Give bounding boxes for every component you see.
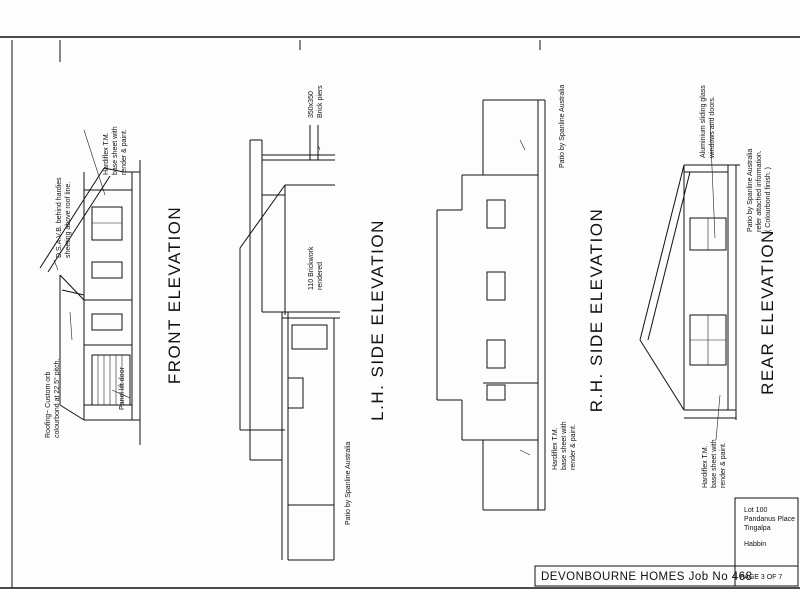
leader-lines: [111, 139, 721, 456]
note-rh-patio: Patio by Spanline Australia: [559, 85, 566, 168]
sheet-border: [0, 36, 800, 589]
front-elevation-title: FRONT ELEVATION: [165, 206, 184, 384]
note-panel-lift-door: Panel lift door: [119, 367, 126, 410]
note-roofing-line1: Roofing~ Custom orb: [45, 372, 52, 438]
note-hardiflex-line2: base sheet with: [112, 126, 119, 175]
title-company-job: DEVONBOURNE HOMES Job No 468: [541, 571, 752, 583]
note-glass-line1: Aluminium sliding glass: [700, 85, 707, 158]
title-block: DEVONBOURNE HOMES Job No 468 PAGE 3 OF 7…: [534, 497, 799, 587]
note-rear-hardiflex-line3: render & paint.: [720, 442, 727, 488]
note-rear-hardiflex-line2: base sheet with: [711, 439, 718, 488]
note-rh-hardiflex-line2: base sheet with: [561, 421, 568, 470]
rear-elevation-title: REAR ELEVATION: [758, 229, 777, 395]
rh-side-elevation: [436, 99, 546, 511]
note-rh-hardiflex-line1: Hardiflex T.M.: [552, 427, 559, 470]
note-hardiflex-line1: Hardiflex T.M.: [103, 132, 110, 175]
front-notes: D.S.A.V.B. behind hardies sheeting above…: [45, 126, 128, 438]
note-piers-size: 350x350: [308, 91, 315, 118]
title-page-number: PAGE 3 OF 7: [740, 574, 782, 581]
note-lh-patio: Patio by Spanline Australia: [345, 442, 352, 525]
front-elevation: [39, 129, 141, 445]
note-roofing-line2: colourbond at 22.5° pitch.: [53, 358, 61, 438]
note-rear-hardiflex-line1: Hardiflex T.M.: [702, 445, 709, 488]
title-lot: Lot 100: [744, 507, 767, 514]
title-street: Pandanus Place: [744, 516, 795, 523]
note-dsavb-line2: sheeting above roof line.: [65, 182, 72, 258]
lh-side-elevation-title: L.H. SIDE ELEVATION: [368, 219, 387, 421]
lh-notes: 350x350 Brick piers 110 Brickwork render…: [308, 85, 352, 525]
note-dsavb-line1: D.S.A.V.B. behind hardies: [56, 177, 63, 258]
title-client: Habbin: [744, 541, 766, 548]
rear-elevation: [639, 119, 740, 420]
lh-side-elevation: [239, 125, 340, 561]
rear-notes: Aluminium sliding glass windows and door…: [700, 85, 772, 488]
rh-side-elevation-title: R.H. SIDE ELEVATION: [587, 208, 606, 413]
note-rh-hardiflex-line3: render & paint.: [570, 424, 577, 470]
note-rear-patio-line1: Patio by Spanline Australia: [747, 149, 754, 232]
note-rear-patio-line3: ( Colourbond finish. ): [765, 167, 772, 232]
note-hardiflex-line3: render & paint.: [121, 129, 128, 175]
rh-notes: Patio by Spanline Australia Hardiflex T.…: [552, 85, 577, 470]
title-suburb: Tingalpa: [744, 525, 771, 532]
note-brick-piers: Brick piers: [317, 85, 324, 118]
note-glass-line2: windows and doors.: [709, 96, 716, 159]
note-rendered: rendered: [317, 262, 324, 290]
note-brickwork: 110 Brickwork: [308, 246, 315, 290]
note-rear-patio-line2: refer attached information.: [756, 150, 763, 232]
